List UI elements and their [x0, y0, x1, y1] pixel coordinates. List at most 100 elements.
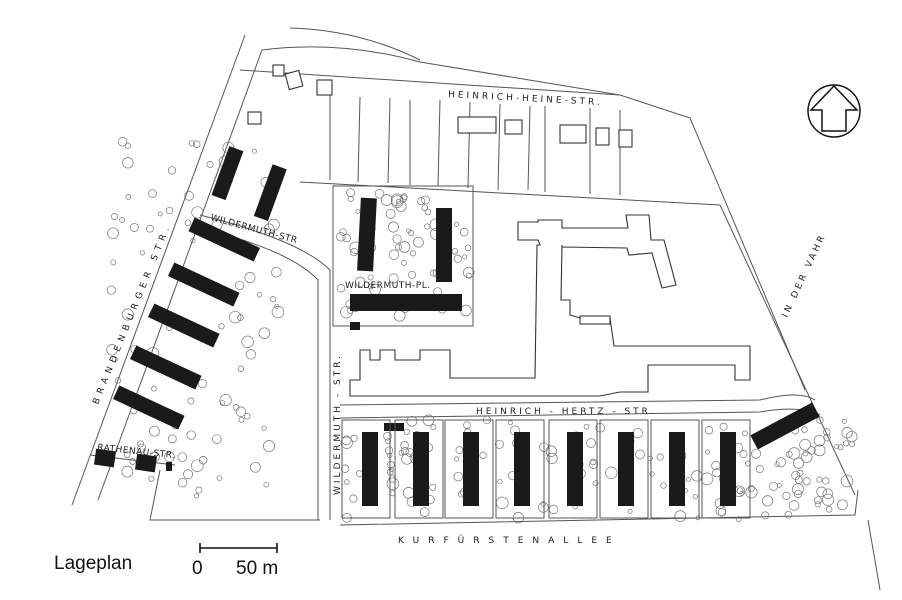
tree [496, 496, 509, 510]
tree [402, 487, 415, 499]
tree [453, 254, 462, 263]
tree [390, 193, 404, 207]
plot-outline [394, 419, 444, 519]
tree [837, 444, 844, 451]
tree [340, 305, 353, 319]
tree [271, 305, 285, 319]
tree [419, 507, 430, 517]
tree [807, 446, 816, 455]
tree [822, 488, 833, 499]
tree [250, 461, 261, 473]
tree [400, 260, 407, 266]
tree [735, 516, 742, 522]
tree [218, 323, 225, 330]
tree [692, 493, 699, 500]
tree [347, 195, 354, 202]
tree [840, 474, 854, 488]
tree [801, 426, 808, 433]
tree [700, 472, 714, 486]
tree [235, 280, 245, 290]
tree [184, 219, 192, 227]
tree [191, 459, 204, 472]
tree [455, 446, 464, 454]
tree [165, 206, 174, 215]
tree [408, 270, 417, 279]
building [362, 432, 378, 506]
tree [130, 223, 139, 232]
tree [355, 209, 361, 214]
tree [592, 480, 599, 487]
tree [336, 232, 346, 242]
tree [184, 191, 194, 201]
tree [129, 458, 137, 465]
tree [497, 478, 503, 485]
tree [395, 199, 402, 205]
label-wildermuth-pl: WILDERMUTH-PL. [345, 281, 431, 291]
tree [395, 200, 407, 212]
tree [704, 449, 710, 455]
tree [715, 505, 727, 516]
tree [106, 344, 118, 356]
tree [745, 486, 758, 499]
scale-bar [199, 543, 278, 553]
tree [755, 465, 764, 474]
tree [464, 244, 472, 252]
tree [190, 238, 196, 244]
tree [823, 434, 831, 442]
tree [356, 470, 363, 478]
tree [110, 259, 117, 266]
building [436, 208, 452, 282]
tree [149, 425, 160, 437]
tree [114, 377, 122, 384]
tree [825, 506, 833, 513]
tree [822, 477, 830, 485]
tree [380, 194, 393, 206]
tree [270, 296, 277, 303]
tree [776, 457, 786, 468]
scale-start-label: 0 [192, 558, 203, 579]
tree [846, 430, 858, 443]
tree [146, 224, 154, 233]
tree [685, 476, 691, 483]
tree [674, 510, 687, 522]
tree [177, 478, 188, 488]
tree [401, 453, 413, 465]
tree [111, 356, 118, 363]
tree [823, 428, 831, 436]
tree [814, 496, 822, 505]
tree [429, 483, 437, 491]
tree [386, 477, 400, 490]
tree [235, 406, 247, 417]
tree [460, 304, 472, 317]
tree [354, 276, 366, 288]
plot-outline [341, 419, 391, 519]
tree [106, 285, 116, 295]
tree [799, 438, 811, 451]
tree [395, 243, 403, 251]
tree [800, 451, 813, 463]
tree [229, 310, 242, 324]
tree [782, 491, 791, 500]
tree [463, 421, 471, 429]
tree [219, 394, 232, 407]
label-kurfuerstenallee: KURFÜRSTENALLEE [398, 535, 621, 546]
tree [400, 441, 409, 450]
tree [762, 495, 774, 507]
tree [548, 504, 559, 515]
tree [263, 223, 275, 235]
tree [747, 485, 755, 492]
tree [802, 450, 809, 457]
tree [122, 157, 134, 169]
tree [244, 272, 256, 284]
tree [841, 418, 847, 424]
tree [635, 449, 645, 460]
tree [546, 452, 558, 464]
tree [385, 438, 391, 444]
tree [385, 446, 394, 455]
building [350, 322, 360, 330]
tree [256, 292, 263, 298]
tree [796, 469, 804, 477]
tree [538, 502, 549, 513]
tree [632, 428, 643, 439]
building [618, 432, 634, 506]
